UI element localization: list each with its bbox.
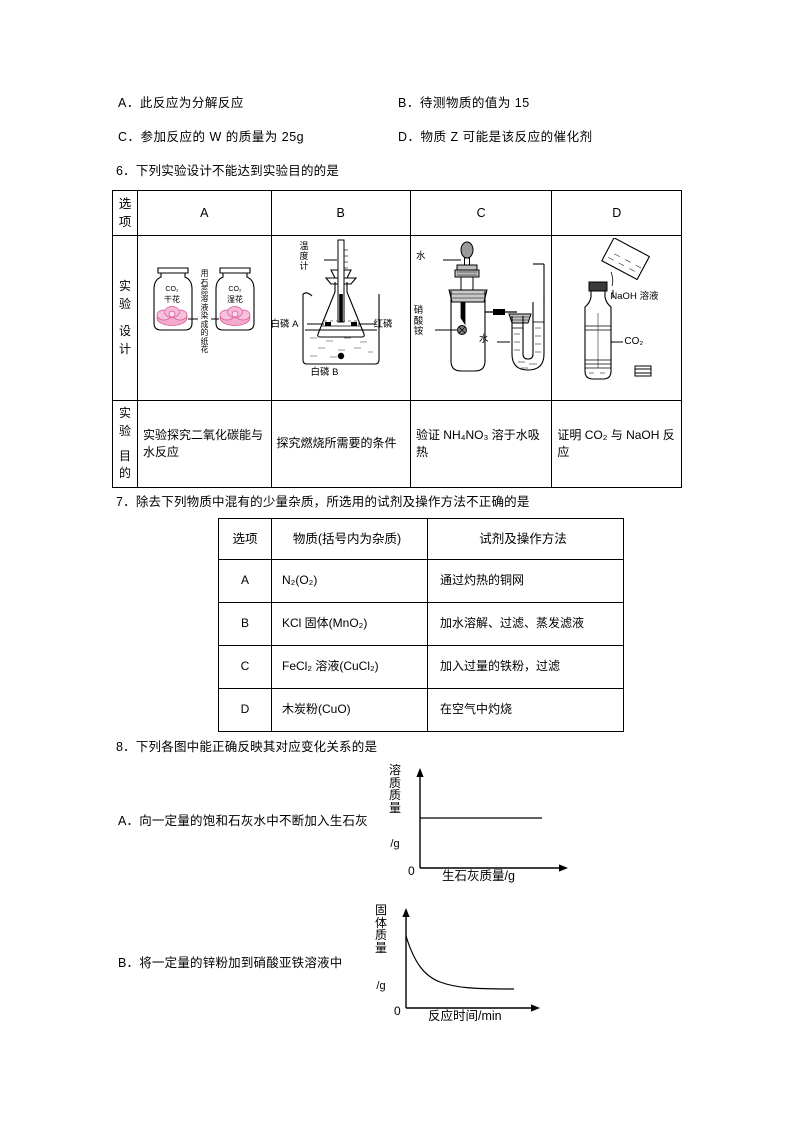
q6-rowlabel-design-line1: 实验	[119, 279, 132, 311]
water-utube-label: 水	[478, 334, 489, 346]
jar-right-gas-label: CO₂	[229, 286, 243, 293]
white-phosphorus-a-label: 白磷 A	[270, 319, 299, 331]
q7-row-c-substance: FeCl₂ 溶液(CuCl₂)	[271, 645, 428, 689]
q6-design-row: 实验 设计	[111, 235, 682, 402]
chart-a-ylabel: 溶 质 质 量	[388, 763, 401, 815]
thermometer-label: 温度计	[299, 241, 309, 272]
q6-header-row: 选项 A B C D	[111, 189, 682, 237]
q7-row-b-method: 加水溶解、过滤、蒸发滤液	[427, 602, 624, 646]
phosphorus-combustion-diagram: 温度计 白磷 A 红磷 白磷 B	[270, 238, 408, 398]
q6-purpose-d: 证明 CO₂ 与 NaOH 反应	[551, 400, 682, 488]
q6-header-col-b: B	[270, 189, 411, 237]
q6-purpose-c: 验证 NH₄NO₃ 溶于水吸热	[409, 400, 553, 488]
q6-design-c: 水 硝酸铵 水	[409, 235, 553, 402]
table-row: C FeCl₂ 溶液(CuCl₂) 加入过量的铁粉，过滤	[218, 645, 624, 689]
q8-option-b-label: B．将一定量的锌粉加到硝酸亚铁溶液中	[118, 956, 343, 970]
jar-left-gas-label: CO₂	[166, 286, 180, 293]
q7-row-a-method: 通过灼热的铜网	[427, 559, 624, 603]
chart-b-series-curve	[405, 935, 515, 990]
table-row: D 木炭粉(CuO) 在空气中灼烧	[218, 688, 624, 732]
red-phosphorus-label: 红磷	[373, 319, 393, 331]
q7-row-d-method: 在空气中灼烧	[427, 688, 624, 732]
q7-header-row: 选项 物质(括号内为杂质) 试剂及操作方法	[218, 518, 624, 560]
q6-design-b: 温度计 白磷 A 红磷 白磷 B	[270, 235, 411, 402]
chart-b-ylabel: 固 体 质 量	[374, 903, 387, 955]
q5-option-d: D．物质 Z 可能是该反应的催化剂	[398, 130, 593, 144]
q5-option-c: C．参加反应的 W 的质量为 25g	[118, 130, 305, 144]
q7-header-method: 试剂及操作方法	[427, 518, 624, 560]
q7-row-d-option: D	[218, 688, 272, 732]
gas-jar-flower-diagram: CO₂ 干花	[140, 238, 268, 398]
q6-purpose-row: 实验 目的 实验探究二氧化碳能与水反应 探究燃烧所需要的条件 验证 NH₄NO₃…	[111, 400, 682, 488]
ammonium-nitrate-label: 硝酸铵	[413, 305, 424, 338]
q7-row-d-substance: 木炭粉(CuO)	[271, 688, 428, 732]
q6-design-d: NaOH 溶液 CO₂	[551, 235, 682, 402]
chart-a-origin: 0	[408, 864, 415, 878]
table-row: B KCl 固体(MnO₂) 加水溶解、过滤、蒸发滤液	[218, 602, 624, 646]
q5-option-b: B．待测物质的值为 15	[398, 96, 530, 110]
q6-purpose-a: 实验探究二氧化碳能与水反应	[137, 400, 272, 488]
jar-left-flower-label: 干花	[164, 294, 180, 304]
q8-chart-a: 溶 质 质 量 /g 0 生石灰质量/g	[389, 764, 600, 883]
q7-header-substance: 物质(括号内为杂质)	[271, 518, 428, 560]
co2-naoh-bottle-diagram: NaOH 溶液 CO₂	[554, 238, 679, 398]
co2-label: CO₂	[624, 336, 644, 348]
q6-header-col-d: D	[551, 189, 682, 237]
q7-row-b-option: B	[218, 602, 272, 646]
chart-a-xlabel: 生石灰质量/g	[442, 869, 515, 883]
white-phosphorus-b-label: 白磷 B	[310, 367, 339, 379]
chart-b-origin: 0	[394, 1004, 401, 1018]
q7-row-c-method: 加入过量的铁粉，过滤	[427, 645, 624, 689]
q7-row-c-option: C	[218, 645, 272, 689]
table-row: A N₂(O₂) 通过灼热的铜网	[218, 559, 624, 603]
q6-header-option: 选项	[111, 189, 139, 237]
q6-header-col-c: C	[409, 189, 553, 237]
naoh-solution-label: NaOH 溶液	[610, 291, 659, 303]
flower-icon-dry	[156, 306, 188, 327]
jar-right-flower-label: 湿花	[227, 294, 243, 304]
q8-chart-b: 固 体 质 量 /g 0 反应时间/min	[375, 900, 592, 1023]
q8-option-a-label: A．向一定量的饱和石灰水中不断加入生石灰	[118, 814, 368, 828]
q8-stem: 8．下列各图中能正确反映其对应变化关系的是	[116, 740, 378, 754]
q7-row-a-substance: N₂(O₂)	[271, 559, 428, 603]
ammonium-nitrate-dissolution-diagram: 水 硝酸铵 水	[413, 238, 549, 398]
q6-purpose-b: 探究燃烧所需要的条件	[270, 400, 411, 488]
chart-b-ylabel-unit: /g	[376, 980, 386, 992]
water-dropper-label: 水	[415, 251, 426, 263]
chart-b-xlabel: 反应时间/min	[428, 1009, 502, 1023]
flower-paper-caption: 用石蕊溶液染成的纸花	[198, 270, 212, 355]
q7-row-a-option: A	[218, 559, 272, 603]
q6-header-col-a: A	[137, 189, 272, 237]
q6-rowlabel-design-line2: 设计	[119, 324, 132, 356]
q6-rowlabel-purpose: 实验 目的	[111, 400, 139, 488]
flower-icon-wet	[219, 306, 251, 327]
q6-stem: 6．下列实验设计不能达到实验目的的是	[116, 164, 340, 178]
q7-table: 选项 物质(括号内为杂质) 试剂及操作方法 A N₂(O₂) 通过灼热的铜网 B…	[218, 518, 624, 732]
q7-stem: 7．除去下列物质中混有的少量杂质，所选用的试剂及操作方法不正确的是	[116, 495, 530, 509]
q6-rowlabel-design: 实验 设计	[111, 235, 139, 402]
q6-table: 选项 A B C D 实验 设计	[111, 189, 682, 488]
chart-a-ylabel-unit: /g	[390, 838, 400, 850]
q6-rowlabel-purpose-line2: 目的	[119, 449, 132, 481]
q6-design-a: CO₂ 干花	[137, 235, 272, 402]
q5-option-a: A．此反应为分解反应	[118, 96, 244, 110]
q7-row-b-substance: KCl 固体(MnO₂)	[271, 602, 428, 646]
q7-header-option: 选项	[218, 518, 272, 560]
q6-rowlabel-purpose-line1: 实验	[119, 406, 132, 438]
